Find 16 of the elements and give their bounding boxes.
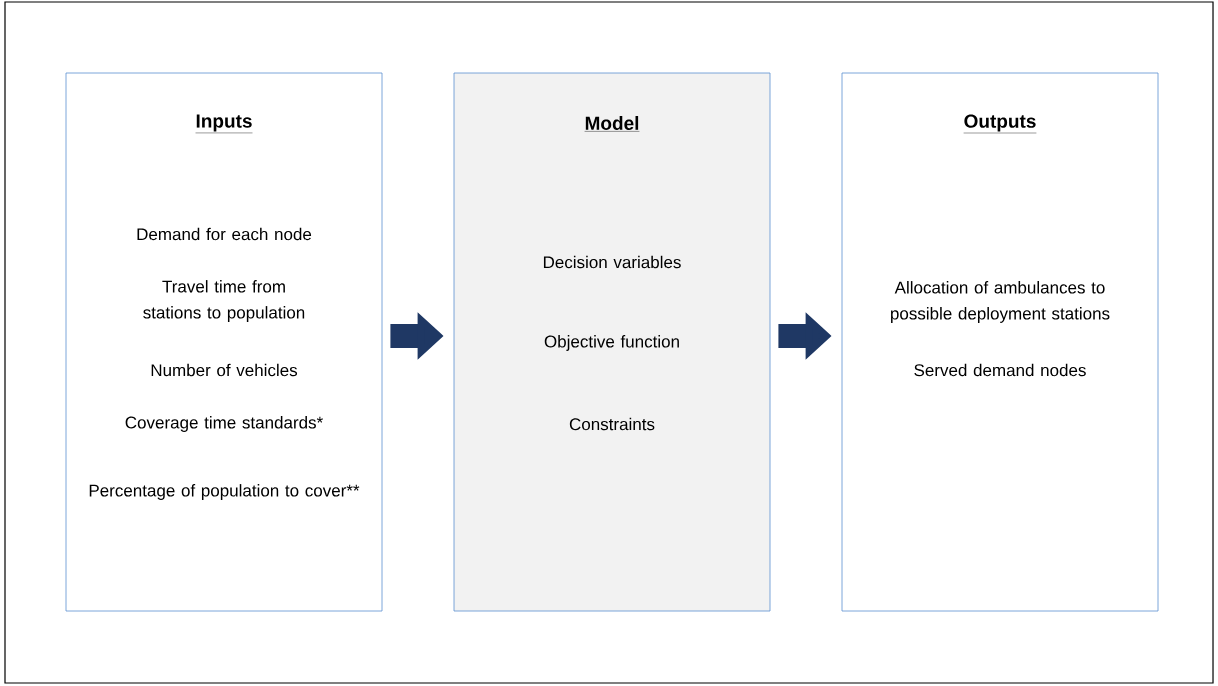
box-heading: Model xyxy=(584,116,640,132)
list-item: Coverage time standards* xyxy=(125,416,323,432)
process-box xyxy=(841,72,1159,612)
box-heading: Inputs xyxy=(195,114,253,134)
list-item: Percentage of population to cover** xyxy=(89,484,360,500)
list-item: Demand for each node xyxy=(137,227,312,241)
list-item: Number of vehicles xyxy=(151,363,298,377)
list-item: Allocation of ambulances to possible deployment stations xyxy=(891,281,1110,323)
list-item: Constraints xyxy=(569,417,655,431)
list-item: Decision variables xyxy=(543,255,681,269)
list-item: Served demand nodes xyxy=(914,363,1086,377)
list-item: Travel time from stations to population xyxy=(143,280,305,322)
process-box xyxy=(453,72,771,612)
list-item: Objective function xyxy=(544,335,679,351)
process-box xyxy=(65,72,383,612)
box-heading: Outputs xyxy=(963,114,1037,134)
